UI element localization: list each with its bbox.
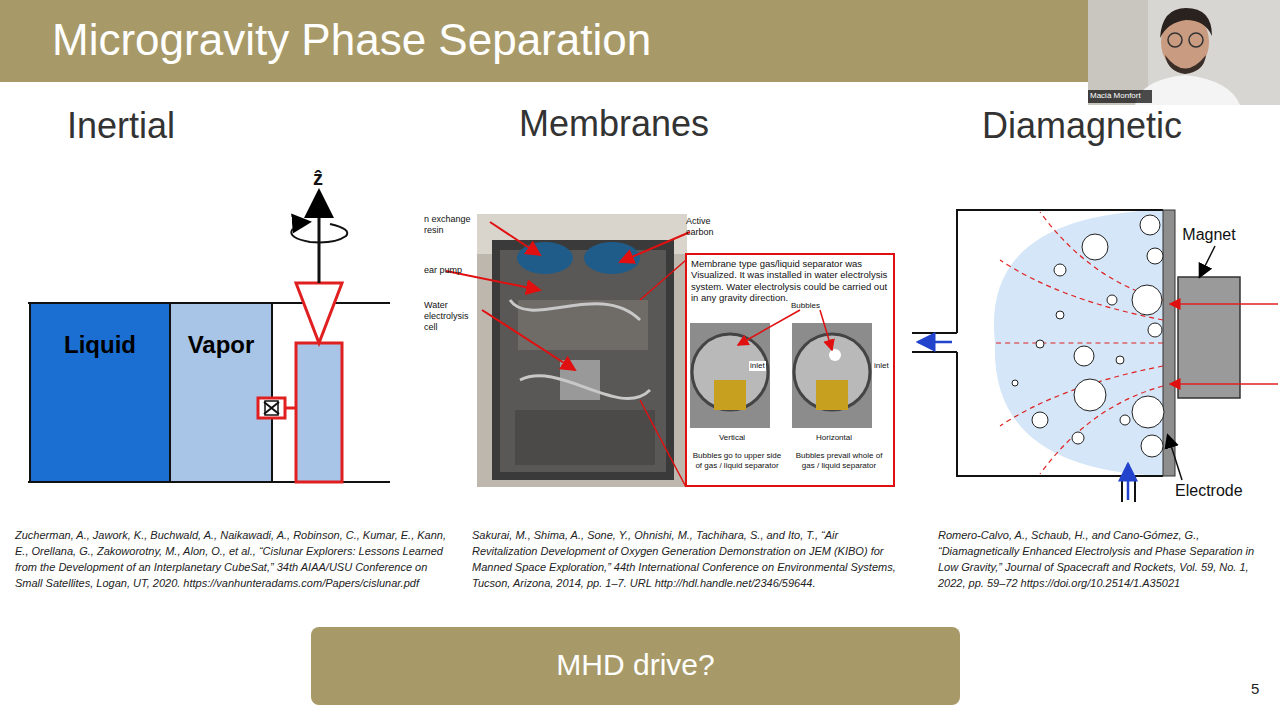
node-text: Bubbles — [791, 301, 831, 311]
part-label: n exchange resin — [424, 214, 486, 236]
column-heading: Diamagnetic — [982, 104, 1182, 147]
reference-text: Zucherman, A., Jawork, K., Buchwald, A.,… — [15, 528, 455, 592]
axis-label: ẑ — [313, 166, 323, 190]
magnet-block: Magnet — [1178, 277, 1240, 398]
column-heading: Membranes — [519, 102, 709, 145]
part-label: Active carbon — [686, 216, 736, 238]
slide-title: Microgravity Phase Separation — [52, 14, 651, 67]
node-text: inlet — [749, 361, 766, 371]
page-number: 5 — [1251, 680, 1259, 698]
speaker-name: Macià Monfort — [1090, 91, 1141, 101]
node-text: Liquid — [30, 331, 170, 360]
node-text: Membrane type gas/liquid separator was V… — [691, 258, 891, 304]
vapor-region: Vapor — [170, 303, 272, 482]
reference-text: Romero-Calvo, A., Schaub, H., and Cano-G… — [938, 528, 1274, 592]
webcam-view — [1088, 0, 1280, 105]
inertial-separator — [28, 194, 390, 482]
part-label: Electrode — [1175, 481, 1243, 500]
column-heading: Inertial — [67, 104, 175, 147]
callout-box: Membrane type gas/liquid separator was V… — [685, 253, 895, 487]
node-text: Horizontal — [794, 433, 874, 443]
node-text: Magnet — [1158, 225, 1260, 244]
node-text: inlet — [873, 361, 890, 371]
question-box: MHD drive? — [311, 627, 960, 705]
reference-text: Sakurai, M., Shima, A., Sone, Y., Ohnish… — [472, 528, 896, 592]
part-label: ear pump — [424, 265, 462, 276]
node-text: Vertical — [692, 433, 772, 443]
part-label: Water electrolysis cell — [424, 300, 480, 332]
diamagnetic-cell — [912, 210, 1278, 502]
node-text: Vapor — [170, 331, 272, 360]
node-text: MHD drive? — [311, 647, 960, 683]
liquid-region: Liquid — [30, 303, 170, 482]
node-text: Bubbles go to upper side of gas / liquid… — [689, 451, 785, 470]
node-text: Bubbles prevail whole of gas / liquid se… — [791, 451, 887, 470]
